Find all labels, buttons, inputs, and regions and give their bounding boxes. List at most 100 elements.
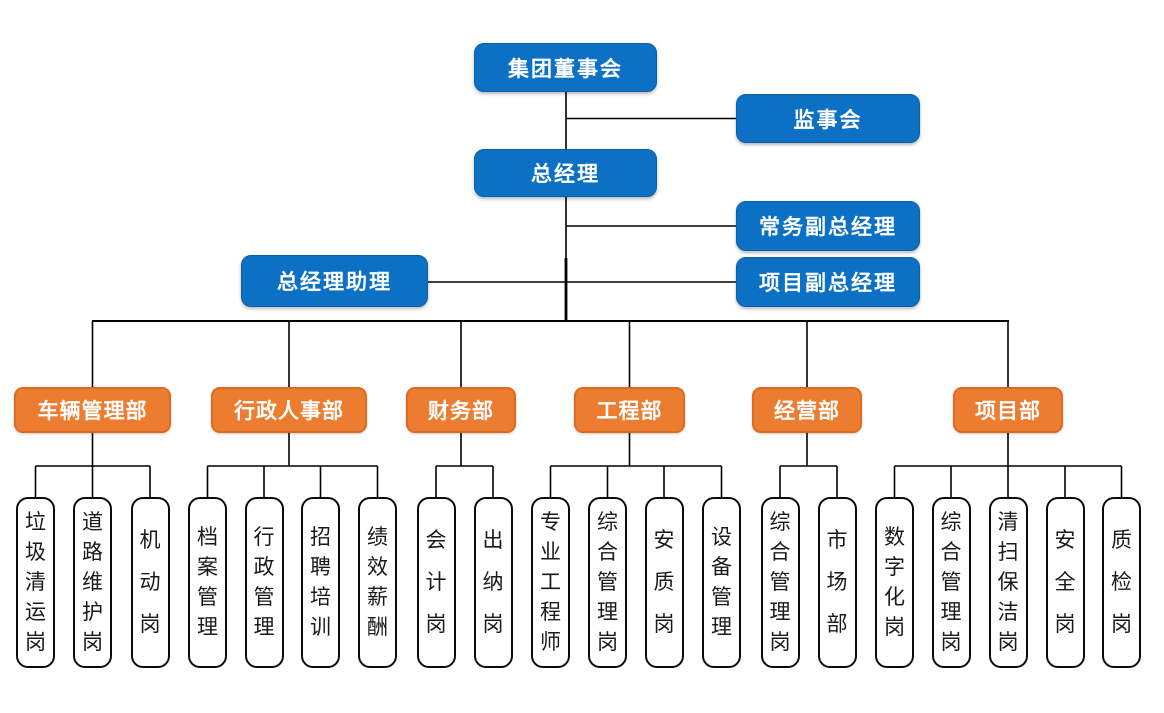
node-project-deputy-gm: 项目副总经理: [736, 257, 920, 307]
position-char: 案: [197, 555, 218, 579]
position-char: 管: [940, 570, 962, 594]
position-operations-1: 综合管理岗: [760, 497, 800, 668]
position-finance-2: 出纳岗: [473, 497, 513, 668]
position-char: 岗: [597, 630, 618, 654]
department-admin-hr: 行政人事部: [211, 387, 367, 433]
position-char: 管: [597, 570, 618, 594]
position-char: 检: [1111, 570, 1132, 594]
position-char: 训: [310, 615, 331, 639]
position-project-4: 安全岗: [1045, 497, 1085, 668]
position-char: 业: [540, 540, 561, 564]
position-char: 岗: [997, 630, 1019, 654]
position-char: 效: [367, 555, 388, 579]
position-project-3: 清扫保洁岗: [988, 497, 1028, 668]
position-char: 综: [940, 510, 962, 534]
department-finance: 财务部: [406, 387, 516, 433]
department-operations: 经营部: [752, 387, 862, 433]
position-char: 管: [711, 585, 732, 609]
position-char: 招: [310, 525, 331, 549]
position-char: 全: [1054, 570, 1076, 594]
position-engineering-4: 设备管理: [702, 497, 741, 668]
position-char: 运: [25, 600, 46, 624]
position-char: 理: [940, 600, 962, 624]
position-char: 垃: [25, 510, 46, 534]
position-char: 岗: [940, 630, 962, 654]
position-char: 管: [253, 585, 275, 609]
position-char: 行: [253, 525, 275, 549]
position-project-5: 质检岗: [1102, 497, 1141, 668]
node-general-manager: 总经理: [474, 149, 657, 197]
position-char: 管: [769, 570, 791, 594]
position-char: 绩: [367, 525, 388, 549]
node-supervisory-board: 监事会: [736, 94, 920, 143]
position-char: 动: [139, 570, 161, 594]
position-char: 档: [197, 525, 218, 549]
position-char: 维: [82, 570, 103, 594]
position-char: 理: [253, 615, 275, 639]
position-char: 合: [769, 540, 791, 564]
position-admin-hr-1: 档案管理: [188, 497, 227, 668]
position-char: 岗: [139, 612, 161, 636]
position-char: 道: [82, 510, 103, 534]
position-engineering-1: 专业工程师: [531, 497, 570, 668]
position-char: 保: [997, 570, 1019, 594]
position-char: 程: [540, 600, 561, 624]
position-char: 安: [653, 528, 675, 552]
position-char: 工: [540, 570, 561, 594]
position-char: 字: [884, 555, 905, 579]
position-char: 合: [597, 540, 618, 564]
position-char: 化: [884, 585, 905, 609]
position-char: 综: [597, 510, 618, 534]
position-char: 合: [940, 540, 962, 564]
node-executive-deputy-gm: 常务副总经理: [736, 201, 920, 251]
position-char: 岗: [25, 630, 46, 654]
department-engineering: 工程部: [574, 387, 685, 433]
position-vehicle-management-1: 垃圾清运岗: [16, 497, 55, 668]
position-char: 护: [82, 600, 103, 624]
position-char: 政: [253, 555, 275, 579]
position-char: 圾: [25, 540, 46, 564]
position-char: 培: [310, 585, 331, 609]
position-char: 岗: [425, 612, 447, 636]
position-char: 质: [653, 570, 675, 594]
position-char: 综: [769, 510, 791, 534]
position-char: 管: [197, 585, 218, 609]
position-finance-1: 会计岗: [416, 497, 456, 668]
position-char: 专: [540, 510, 561, 534]
position-char: 岗: [653, 612, 675, 636]
position-char: 薪: [367, 585, 388, 609]
position-engineering-2: 综合管理岗: [588, 497, 627, 668]
position-char: 岗: [1111, 612, 1132, 636]
position-vehicle-management-3: 机动岗: [130, 497, 170, 668]
position-char: 岗: [769, 630, 791, 654]
position-char: 岗: [482, 612, 504, 636]
position-char: 理: [597, 600, 618, 624]
position-char: 路: [82, 540, 103, 564]
position-char: 会: [425, 528, 447, 552]
position-char: 出: [482, 528, 504, 552]
position-char: 部: [826, 612, 848, 636]
position-operations-2: 市场部: [817, 497, 857, 668]
position-char: 扫: [997, 540, 1019, 564]
position-admin-hr-3: 招聘培训: [301, 497, 340, 668]
position-admin-hr-2: 行政管理: [244, 497, 284, 668]
position-char: 聘: [310, 555, 331, 579]
position-char: 酬: [367, 615, 388, 639]
position-char: 数: [884, 525, 905, 549]
position-char: 设: [711, 525, 732, 549]
position-char: 质: [1111, 528, 1132, 552]
position-char: 岗: [884, 615, 905, 639]
department-vehicle-management: 车辆管理部: [14, 387, 171, 433]
position-char: 岗: [1054, 612, 1076, 636]
position-char: 理: [197, 615, 218, 639]
position-char: 洁: [997, 600, 1019, 624]
position-project-1: 数字化岗: [875, 497, 914, 668]
node-gm-assistant: 总经理助理: [241, 255, 428, 307]
position-char: 岗: [82, 630, 103, 654]
position-char: 纳: [482, 570, 504, 594]
position-char: 清: [997, 510, 1019, 534]
position-char: 理: [711, 615, 732, 639]
position-char: 理: [769, 600, 791, 624]
